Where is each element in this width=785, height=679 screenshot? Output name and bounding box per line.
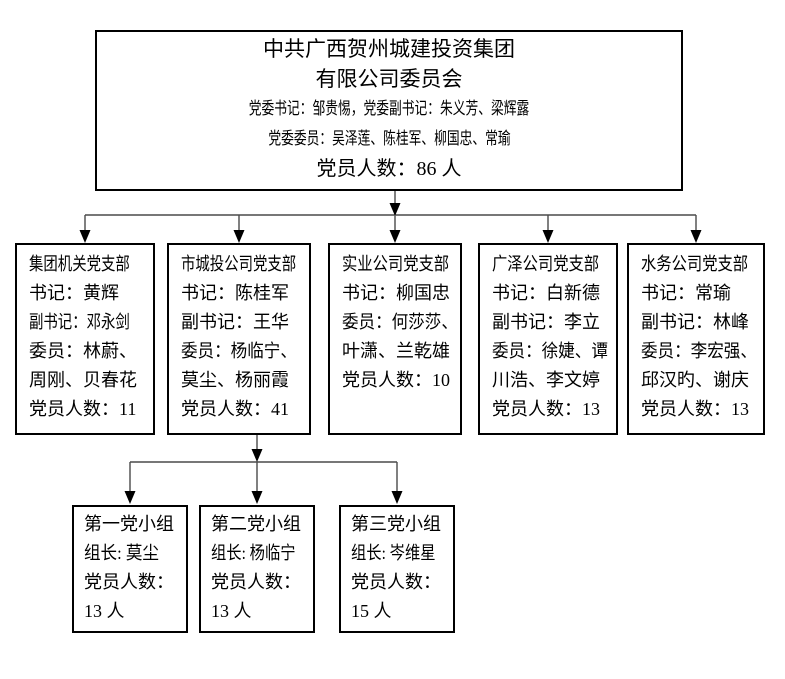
arrow-group-2	[251, 491, 263, 504]
connector-path	[84, 191, 697, 492]
group-leader: 组长: 岑维星	[351, 543, 436, 563]
branch-member-count: 党员人数：11	[29, 399, 137, 419]
arrow-branch-1	[79, 230, 91, 243]
branch-members-cont: 莫尘、杨丽霞	[181, 370, 289, 390]
branch-member-count: 党员人数：13	[641, 399, 749, 419]
committee-title-line-2: 有限公司委员会	[315, 67, 463, 91]
arrow-group-3	[391, 491, 403, 504]
branch-secretary: 书记：陈桂军	[181, 283, 289, 303]
group-leader: 组长: 杨临宁	[211, 543, 296, 563]
group-title: 第二党小组	[211, 514, 301, 534]
arrow-junction-top	[389, 203, 401, 216]
branch-members-cont: 周刚、贝春花	[29, 370, 137, 390]
branch-member-count: 党员人数：10	[342, 370, 450, 390]
arrow-junction-groups	[251, 449, 263, 462]
group-count-label: 党员人数：	[351, 572, 441, 592]
party-group-box-2: 第二党小组 组长: 杨临宁 党员人数： 13 人	[199, 505, 315, 633]
branch-title: 实业公司党支部	[342, 254, 450, 274]
branch-box-group-office: 集团机关党支部 书记：黄辉 副书记：邓永剑 委员：林蔚、 周刚、贝春花 党员人数…	[15, 243, 155, 435]
branch-members-cont: 叶潇、兰乾雄	[342, 341, 450, 361]
group-count-value: 15 人	[351, 601, 392, 621]
committee-secretary-line: 党委书记：邹贵惕，党委副书记：朱义芳、梁辉露	[248, 99, 530, 118]
branch-title: 水务公司党支部	[641, 254, 749, 274]
arrow-branch-3	[389, 230, 401, 243]
committee-members-line: 党委委员：吴泽莲、陈桂军、柳国忠、常瑜	[267, 129, 511, 148]
committee-title-line-1: 中共广西贺州城建投资集团	[263, 37, 515, 61]
branch-members: 委员：杨临宁、	[181, 341, 297, 361]
arrow-branch-2	[233, 230, 245, 243]
group-leader: 组长: 莫尘	[84, 543, 159, 563]
branch-title: 广泽公司党支部	[492, 254, 600, 274]
branch-secretary: 书记：黄辉	[29, 283, 119, 303]
branch-title: 市城投公司党支部	[181, 254, 297, 274]
branch-secretary: 书记：常瑜	[641, 283, 731, 303]
branch-deputy-secretary: 副书记：王华	[181, 312, 289, 332]
branch-box-water-company: 水务公司党支部 书记：常瑜 副书记：林峰 委员：李宏强、 邱汉旳、谢庆 党员人数…	[627, 243, 765, 435]
group-count-label: 党员人数：	[84, 572, 174, 592]
branch-members-cont: 邱汉旳、谢庆	[641, 370, 749, 390]
branch-members: 委员：何莎莎、	[342, 312, 458, 332]
arrow-branch-5	[690, 230, 702, 243]
branch-secretary: 书记：白新德	[492, 283, 600, 303]
group-title: 第三党小组	[351, 514, 441, 534]
branch-title: 集团机关党支部	[29, 254, 130, 274]
party-group-box-3: 第三党小组 组长: 岑维星 党员人数： 15 人	[339, 505, 455, 633]
branch-secretary: 书记：柳国忠	[342, 283, 450, 303]
branch-deputy-secretary: 副书记：林峰	[641, 312, 749, 332]
branch-members: 委员：徐婕、谭	[492, 341, 608, 361]
branch-members: 委员：林蔚、	[29, 341, 137, 361]
arrowheads	[79, 203, 702, 504]
branch-deputy-secretary: 副书记：邓永剑	[29, 312, 130, 332]
committee-member-count: 党员人数：86 人	[316, 158, 462, 180]
branch-deputy-secretary: 副书记：李立	[492, 312, 600, 332]
branch-box-industrial-company: 实业公司党支部 书记：柳国忠 委员：何莎莎、 叶潇、兰乾雄 党员人数：10	[328, 243, 462, 435]
branch-box-guangze-company: 广泽公司党支部 书记：白新德 副书记：李立 委员：徐婕、谭 川浩、李文婷 党员人…	[478, 243, 618, 435]
branch-members-cont: 川浩、李文婷	[492, 370, 600, 390]
committee-box: 中共广西贺州城建投资集团 有限公司委员会 党委书记：邹贵惕，党委副书记：朱义芳、…	[95, 30, 683, 191]
branch-member-count: 党员人数：41	[181, 399, 289, 419]
group-count-value: 13 人	[84, 601, 125, 621]
arrow-branch-4	[542, 230, 554, 243]
arrow-group-1	[124, 491, 136, 504]
branch-box-city-investment: 市城投公司党支部 书记：陈桂军 副书记：王华 委员：杨临宁、 莫尘、杨丽霞 党员…	[167, 243, 311, 435]
party-group-box-1: 第一党小组 组长: 莫尘 党员人数： 13 人	[72, 505, 188, 633]
branch-member-count: 党员人数：13	[492, 399, 600, 419]
group-count-value: 13 人	[211, 601, 252, 621]
branch-members: 委员：李宏强、	[641, 341, 757, 361]
group-title: 第一党小组	[84, 514, 174, 534]
group-count-label: 党员人数：	[211, 572, 301, 592]
